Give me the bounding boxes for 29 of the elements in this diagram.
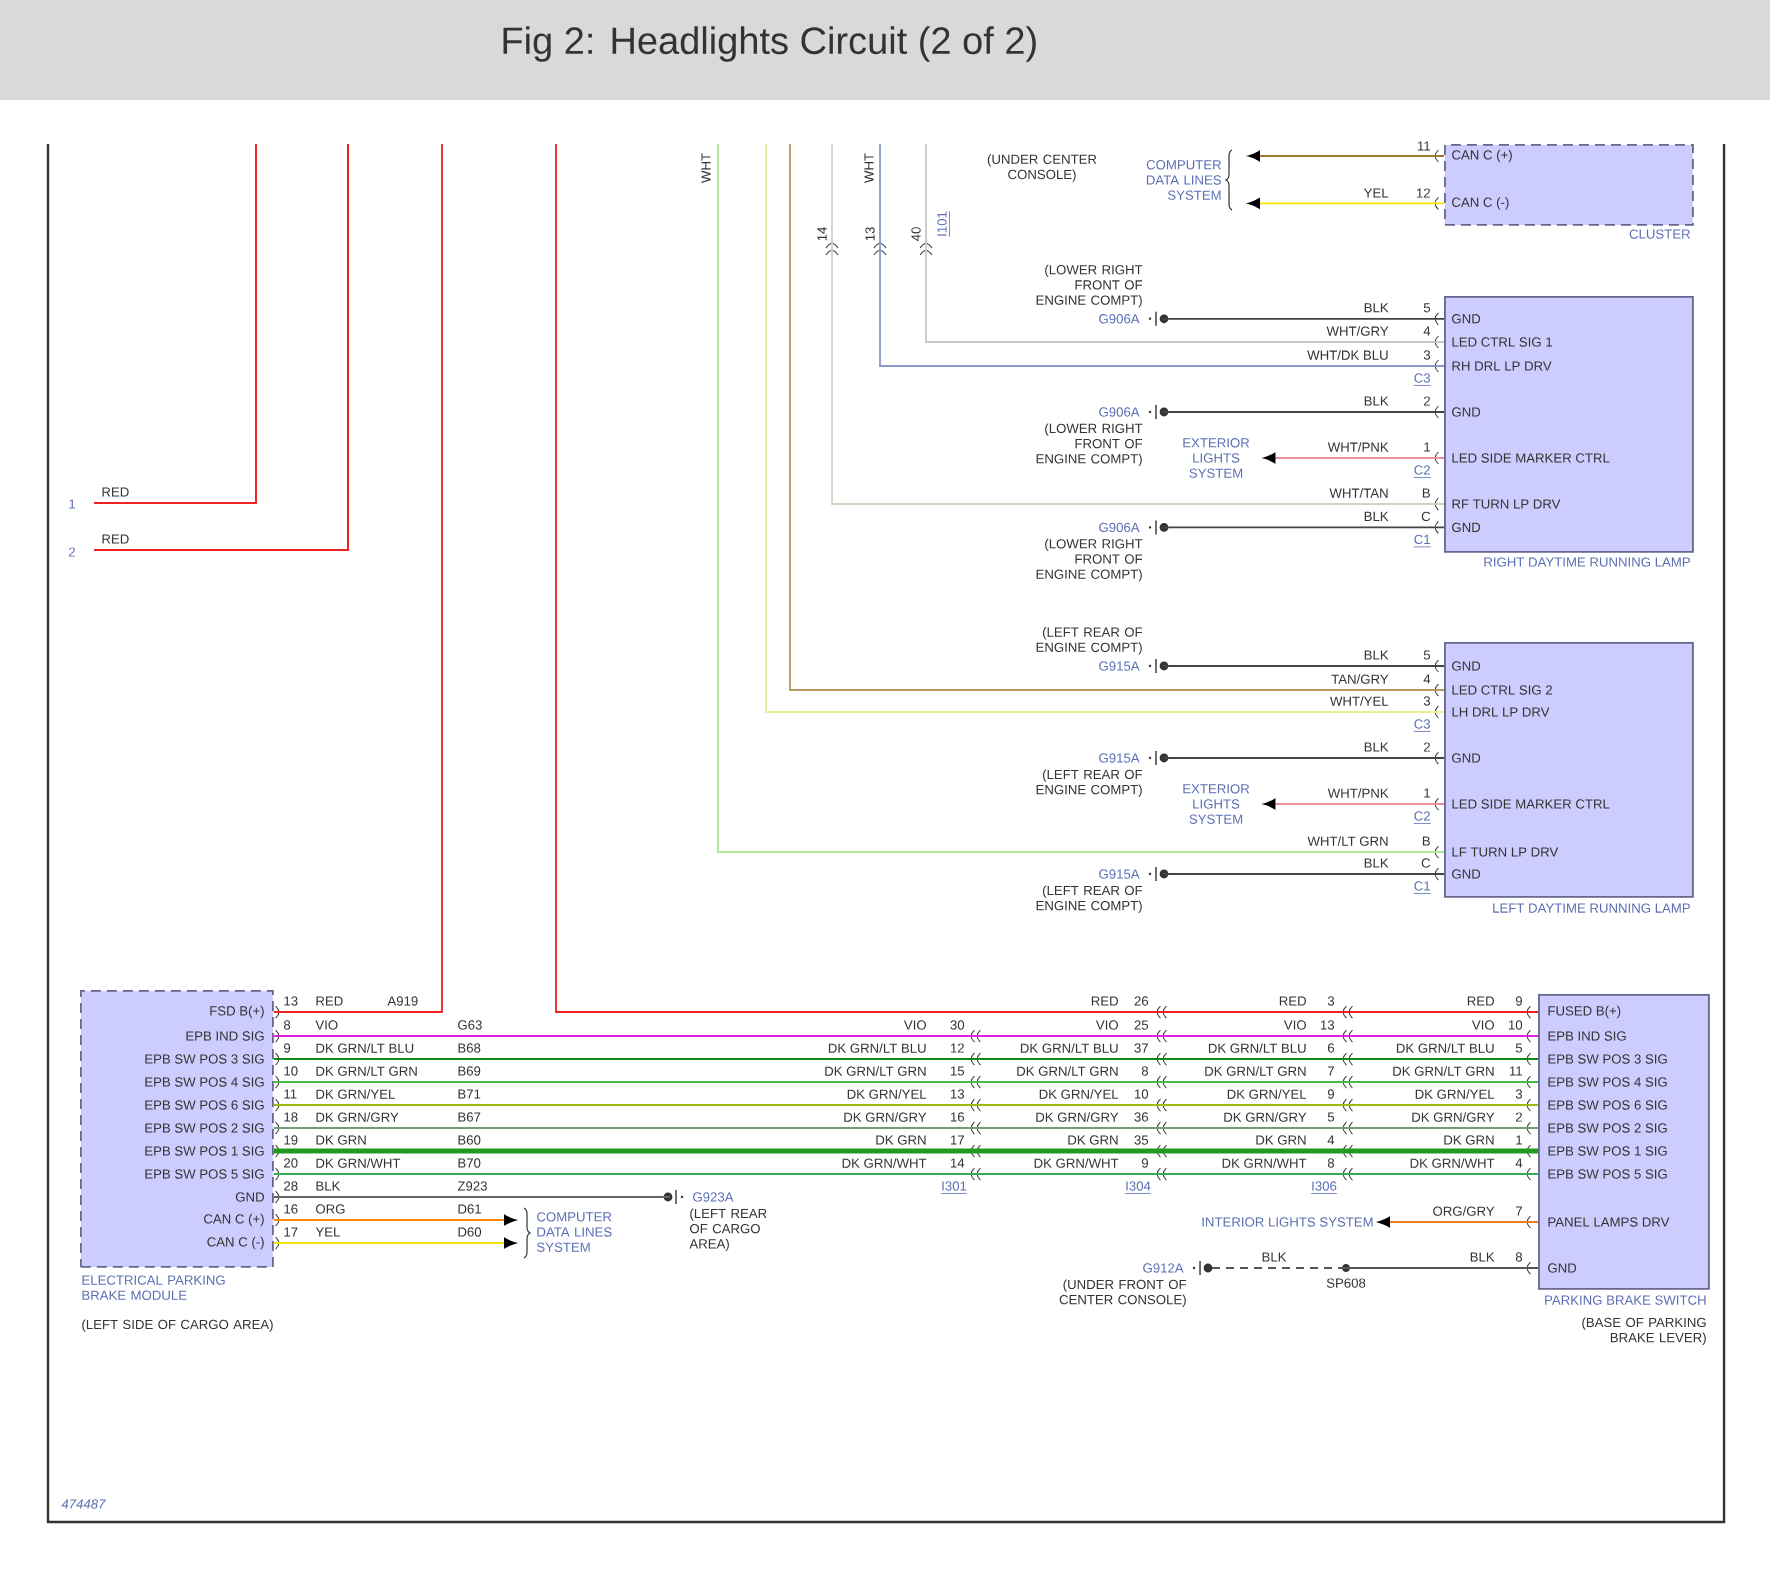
wire bbox=[1161, 757, 1445, 759]
arrow bbox=[272, 1214, 516, 1226]
wire bbox=[272, 1173, 1539, 1175]
arrow bbox=[1263, 452, 1445, 464]
wire bbox=[879, 143, 1445, 367]
wire bbox=[272, 1196, 671, 1198]
arrow bbox=[1248, 150, 1445, 162]
wire bbox=[272, 1058, 1539, 1060]
wire bbox=[925, 143, 1445, 343]
arrow bbox=[1248, 198, 1445, 209]
wire bbox=[1161, 526, 1445, 529]
wire bbox=[831, 143, 1445, 505]
wire bbox=[272, 1081, 1539, 1083]
wire bbox=[272, 1127, 1539, 1129]
arrow bbox=[1263, 798, 1445, 810]
arrow bbox=[272, 1237, 516, 1249]
title-banner: Fig 2: Headlights Circuit (2 of 2) bbox=[0, 0, 1770, 100]
wire bbox=[555, 143, 1539, 1013]
arrow bbox=[1378, 1216, 1539, 1228]
wire bbox=[1345, 1267, 1539, 1269]
wire bbox=[272, 143, 443, 1013]
wire bbox=[1161, 411, 1445, 413]
wire bbox=[1161, 317, 1445, 320]
wire bbox=[272, 1035, 1539, 1037]
wire bbox=[273, 1148, 1539, 1154]
wire bbox=[1161, 665, 1445, 667]
wire bbox=[1161, 873, 1445, 875]
wire bbox=[717, 143, 1445, 853]
wire bbox=[272, 1104, 1539, 1106]
